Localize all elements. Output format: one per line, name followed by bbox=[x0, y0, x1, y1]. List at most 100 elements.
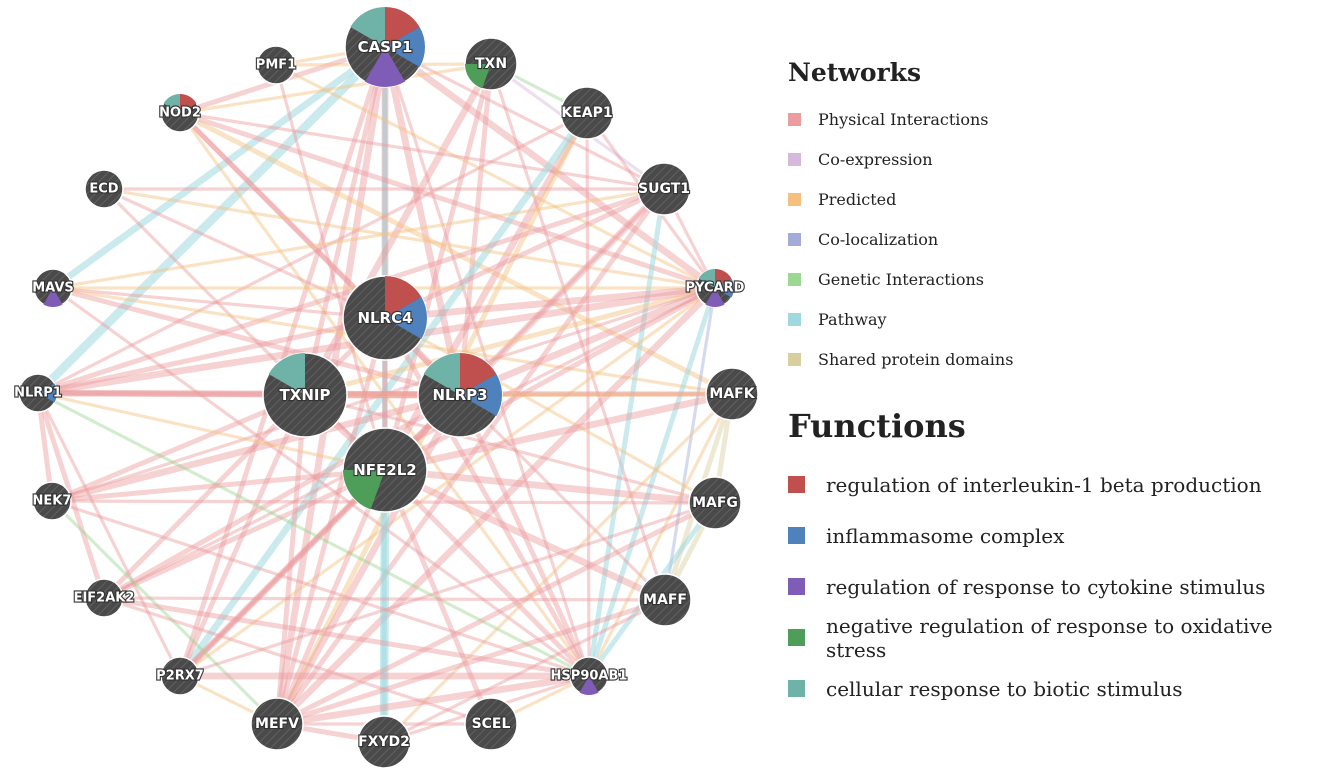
edge-hsp90ab1-mefv bbox=[273, 672, 593, 728]
edge-nfe2l2-scel bbox=[382, 467, 494, 727]
edge-txnip-mafk bbox=[302, 391, 735, 398]
edge-pycard-nlrp3 bbox=[456, 284, 719, 399]
edge-nfe2l2-p2rx7 bbox=[177, 467, 388, 679]
node-p2rx7[interactable]: P2RX7 bbox=[155, 656, 205, 696]
node-function-sector bbox=[460, 353, 497, 395]
node-label: KEAP1 bbox=[561, 105, 612, 121]
node-scel[interactable]: SCEL bbox=[464, 697, 518, 751]
node-nfe2l2[interactable]: NFE2L2 bbox=[342, 427, 428, 513]
edge-txnip-mefv bbox=[274, 392, 308, 727]
network-label: Co-localization bbox=[818, 229, 939, 249]
node-label: NLRP3 bbox=[432, 386, 487, 404]
edge-keap1-p2rx7 bbox=[176, 109, 591, 680]
network-legend-item-co-expression: Co-expression bbox=[788, 139, 1318, 179]
node-mavs[interactable]: MAVS bbox=[31, 268, 75, 308]
node-function-sector bbox=[268, 353, 305, 395]
edge-nod2-pycard bbox=[177, 110, 718, 291]
function-legend-item-inflammasome-complex: inflammasome complex bbox=[788, 510, 1318, 561]
edge-nlrp1-hsp90ab1 bbox=[36, 391, 591, 678]
node-txnip[interactable]: TXNIP bbox=[262, 352, 348, 438]
node-mafk[interactable]: MAFK bbox=[705, 367, 759, 421]
edge-eif2ak2-maff bbox=[102, 596, 667, 602]
edge-pycard-p2rx7 bbox=[178, 286, 717, 678]
node-sugt1[interactable]: SUGT1 bbox=[637, 162, 691, 216]
edge-pycard-txnip bbox=[302, 285, 718, 398]
edge-mafk-fxyd2 bbox=[382, 392, 734, 744]
edge-nlrc4-nlrp1 bbox=[35, 315, 388, 396]
edge-nfe2l2-hsp90ab1 bbox=[382, 467, 592, 679]
network-legend-item-co-localization: Co-localization bbox=[788, 219, 1318, 259]
node-maff[interactable]: MAFF bbox=[638, 573, 692, 627]
node-function-sector bbox=[43, 288, 63, 307]
edge-txn-nod2 bbox=[178, 62, 493, 115]
node-circle bbox=[357, 715, 411, 769]
edge-nlrp1-mafk bbox=[35, 390, 735, 397]
node-function-sector bbox=[385, 6, 420, 47]
edge-casp1-sugt1 bbox=[383, 45, 666, 191]
node-circle bbox=[637, 162, 691, 216]
node-label: CASP1 bbox=[358, 38, 413, 56]
node-casp1[interactable]: CASP1 bbox=[344, 6, 426, 88]
network-label: Physical Interactions bbox=[818, 109, 989, 129]
node-function-sector bbox=[180, 94, 197, 113]
function-legend-item-cellular-response-to-biotic-stimulus: cellular response to biotic stimulus bbox=[788, 663, 1318, 714]
functions-legend-list: regulation of interleukin-1 beta product… bbox=[788, 459, 1318, 714]
edge-sugt1-p2rx7 bbox=[178, 187, 666, 678]
network-label: Co-expression bbox=[818, 149, 933, 169]
node-eif2ak2[interactable]: EIF2AK2 bbox=[72, 578, 136, 618]
edge-casp1-mavs bbox=[49, 43, 389, 292]
node-nlrp1[interactable]: NLRP1 bbox=[13, 373, 63, 413]
edge-keap1-hsp90ab1 bbox=[585, 111, 591, 678]
node-function-sector bbox=[163, 94, 180, 113]
node-label: PYCARD bbox=[686, 281, 745, 296]
node-hsp90ab1[interactable]: HSP90AB1 bbox=[549, 656, 629, 696]
node-fxyd2[interactable]: FXYD2 bbox=[357, 715, 411, 769]
node-pmf1[interactable]: PMF1 bbox=[255, 45, 297, 85]
node-nlrp3[interactable]: NLRP3 bbox=[417, 352, 503, 438]
edge-nlrp3-eif2ak2 bbox=[101, 392, 463, 601]
node-ecd[interactable]: ECD bbox=[84, 169, 124, 209]
edge-sugt1-nlrp3 bbox=[456, 185, 668, 399]
node-nek7[interactable]: NEK7 bbox=[31, 481, 73, 521]
node-label: MAFK bbox=[709, 386, 755, 402]
edge-nfe2l2-mefv bbox=[274, 467, 388, 727]
node-mafg[interactable]: MAFG bbox=[688, 476, 742, 530]
edge-pycard-nfe2l2 bbox=[382, 285, 718, 473]
network-label: Predicted bbox=[818, 189, 897, 209]
network-legend-item-shared-protein-domains: Shared protein domains bbox=[788, 339, 1318, 379]
edge-nlrp1-nfe2l2 bbox=[36, 391, 387, 472]
node-function-sector bbox=[38, 383, 57, 403]
edge-nfe2l2-fxyd2 bbox=[379, 465, 390, 747]
function-swatch bbox=[788, 680, 805, 697]
node-pycard[interactable]: PYCARD bbox=[684, 268, 746, 308]
node-txn[interactable]: TXN bbox=[464, 37, 518, 91]
node-label: NLRC4 bbox=[357, 309, 412, 327]
function-swatch bbox=[788, 578, 805, 595]
node-nod2[interactable]: NOD2 bbox=[158, 93, 202, 133]
node-mefv[interactable]: MEFV bbox=[250, 697, 304, 751]
node-label: NLRP1 bbox=[14, 386, 62, 401]
edge-txnip-nek7 bbox=[49, 392, 308, 504]
edge-nlrp3-hsp90ab1 bbox=[457, 392, 592, 679]
node-keap1[interactable]: KEAP1 bbox=[560, 86, 614, 140]
function-legend-item-regulation-of-response-to-cytokine-stimulus: regulation of response to cytokine stimu… bbox=[788, 561, 1318, 612]
network-swatch bbox=[788, 112, 801, 126]
node-function-sector bbox=[715, 278, 734, 298]
network-legend-item-predicted: Predicted bbox=[788, 179, 1318, 219]
node-function-sector bbox=[460, 374, 503, 416]
node-function-sector bbox=[385, 276, 422, 318]
node-nlrc4[interactable]: NLRC4 bbox=[342, 275, 428, 361]
node-label: EIF2AK2 bbox=[74, 591, 135, 606]
node-label: TXNIP bbox=[280, 386, 331, 404]
function-label: inflammasome complex bbox=[826, 523, 1065, 548]
node-label: NEK7 bbox=[33, 494, 72, 509]
edge-mafk-nfe2l2 bbox=[381, 390, 736, 474]
node-label: NOD2 bbox=[159, 106, 201, 121]
edge-keap1-nfe2l2 bbox=[381, 109, 591, 474]
edge-keap1-nlrp1 bbox=[36, 111, 589, 395]
edge-nfe2l2-nek7 bbox=[49, 467, 388, 504]
function-label: regulation of response to cytokine stimu… bbox=[826, 574, 1266, 599]
node-label: ECD bbox=[89, 182, 118, 197]
edge-mafg-p2rx7 bbox=[178, 501, 717, 678]
